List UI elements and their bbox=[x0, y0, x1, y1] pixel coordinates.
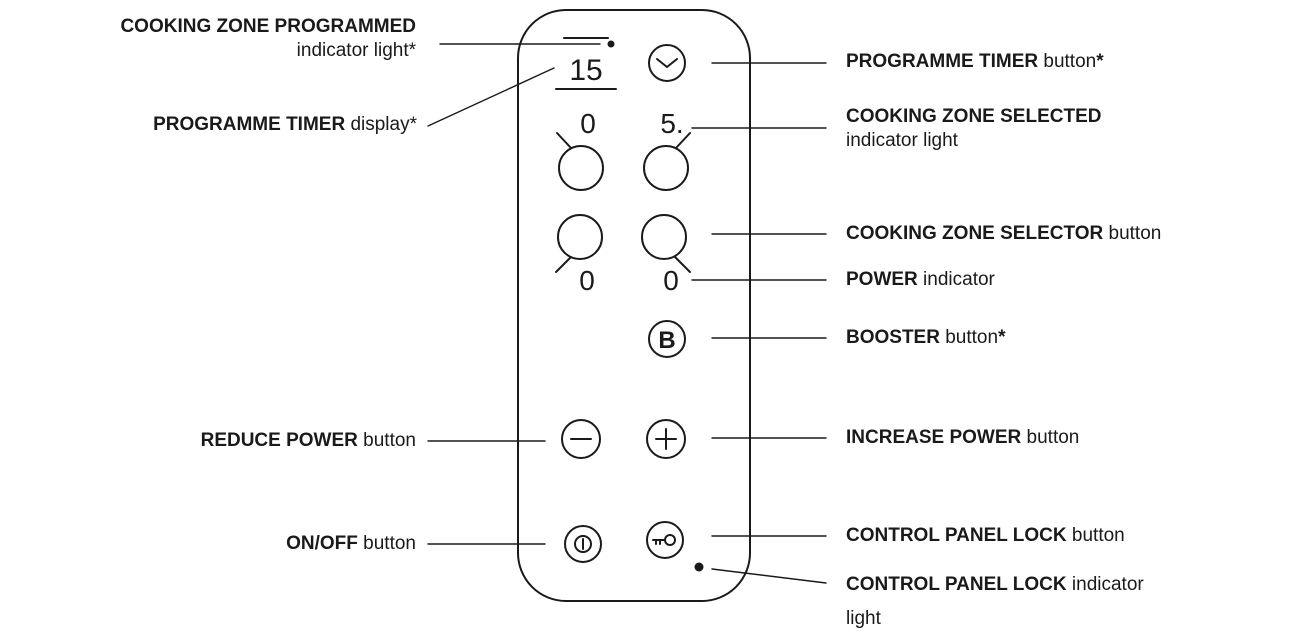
label-booster: BOOSTER button* bbox=[846, 326, 1005, 350]
label-on-off-title: ON/OFF bbox=[286, 533, 358, 554]
label-lock-light-desc: indicator bbox=[1066, 574, 1144, 595]
zone-selector-button-front-right[interactable] bbox=[643, 132, 691, 191]
label-lock-button-desc: button bbox=[1066, 525, 1125, 546]
key-icon bbox=[652, 534, 676, 546]
label-increase-power: INCREASE POWER button bbox=[846, 426, 1079, 450]
label-lock-light-title: CONTROL PANEL LOCK bbox=[846, 574, 1067, 595]
booster-button[interactable] bbox=[648, 320, 686, 358]
label-booster-star: * bbox=[998, 327, 1006, 348]
zone-selector-button-front-left[interactable] bbox=[556, 132, 604, 191]
label-on-off-desc: button bbox=[357, 533, 416, 554]
label-timer-button: PROGRAMME TIMER button* bbox=[846, 50, 1104, 74]
label-lock-button: CONTROL PANEL LOCK button bbox=[846, 524, 1125, 548]
label-power-indicator-desc: indicator bbox=[917, 269, 995, 290]
label-timer-button-star: * bbox=[1096, 51, 1104, 72]
label-reduce-power-title: REDUCE POWER bbox=[200, 430, 358, 451]
label-zone-selected-title: COOKING ZONE SELECTED bbox=[846, 106, 1102, 127]
leader-timer-display bbox=[427, 67, 555, 127]
label-increase-power-title: INCREASE POWER bbox=[846, 427, 1022, 448]
label-power-indicator: POWER indicator bbox=[846, 268, 995, 292]
timer-display-value: 15 bbox=[569, 54, 602, 87]
label-zone-selected-desc: indicator light bbox=[846, 130, 958, 151]
zone-level-front-right: 5. bbox=[660, 108, 683, 139]
label-on-off: ON/OFF button bbox=[286, 532, 416, 556]
label-timer-button-desc: button bbox=[1038, 51, 1097, 72]
booster-letter-icon: B bbox=[658, 327, 675, 354]
label-lock-button-title: CONTROL PANEL LOCK bbox=[846, 525, 1067, 546]
label-timer-display-title: PROGRAMME TIMER bbox=[153, 114, 346, 135]
control-panel-outline bbox=[517, 9, 751, 602]
label-booster-title: BOOSTER bbox=[846, 327, 940, 348]
label-zone-programmed: COOKING ZONE PROGRAMMED indicator light* bbox=[120, 15, 416, 63]
label-timer-display-desc: display* bbox=[345, 114, 417, 135]
programme-timer-button[interactable] bbox=[648, 44, 686, 82]
control-panel-lock-button[interactable] bbox=[646, 521, 684, 559]
increase-power-button[interactable] bbox=[646, 419, 686, 459]
label-zone-selector-desc: button bbox=[1103, 223, 1162, 244]
chevron-down-icon bbox=[656, 58, 678, 69]
on-off-button[interactable] bbox=[564, 525, 602, 563]
power-icon bbox=[574, 535, 592, 553]
label-lock-light: CONTROL PANEL LOCK indicator light bbox=[846, 568, 1144, 636]
label-zone-programmed-desc: indicator light* bbox=[296, 40, 416, 61]
label-reduce-power-desc: button bbox=[357, 430, 416, 451]
zone-selector-button-rear-left[interactable] bbox=[555, 214, 603, 273]
control-panel-lock-indicator-light bbox=[694, 562, 704, 572]
label-timer-display: PROGRAMME TIMER display* bbox=[153, 113, 417, 137]
label-timer-button-title: PROGRAMME TIMER bbox=[846, 51, 1039, 72]
zone-selector-button-rear-right[interactable] bbox=[641, 214, 691, 273]
label-zone-selector: COOKING ZONE SELECTOR button bbox=[846, 222, 1161, 246]
reduce-power-button[interactable] bbox=[561, 419, 601, 459]
label-increase-power-desc: button bbox=[1021, 427, 1080, 448]
zone-level-front-left: 0 bbox=[580, 108, 596, 139]
label-lock-light-desc-line2: light bbox=[846, 608, 881, 629]
label-reduce-power: REDUCE POWER button bbox=[201, 429, 416, 453]
label-zone-selector-title: COOKING ZONE SELECTOR bbox=[846, 223, 1104, 244]
label-booster-desc: button bbox=[939, 327, 999, 348]
power-indicator-right: 0 bbox=[663, 265, 679, 296]
label-zone-selected: COOKING ZONE SELECTED indicator light bbox=[846, 105, 1101, 153]
power-indicator-left: 0 bbox=[579, 265, 595, 296]
zone-programmed-indicator-light bbox=[607, 40, 615, 48]
label-zone-programmed-title: COOKING ZONE PROGRAMMED bbox=[120, 16, 416, 37]
leader-lock-light bbox=[711, 568, 827, 584]
label-power-indicator-title: POWER bbox=[846, 269, 918, 290]
